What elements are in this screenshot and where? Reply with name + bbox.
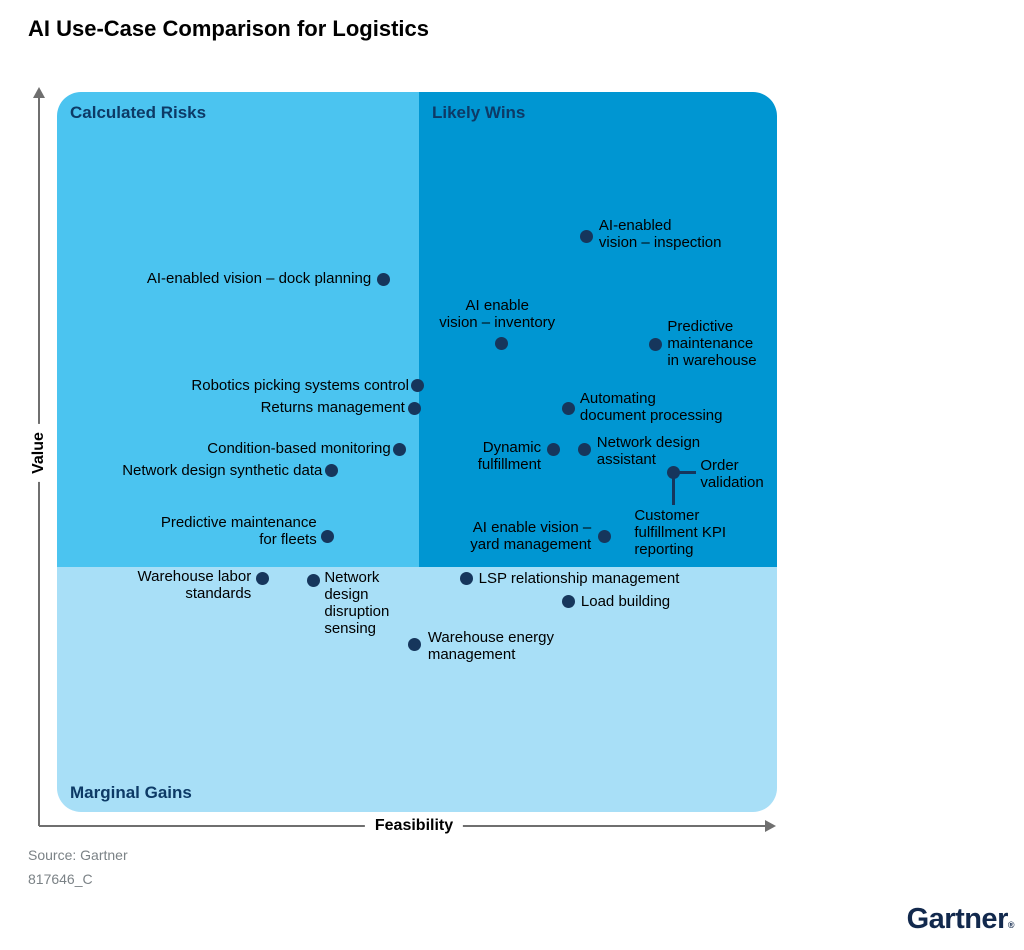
- data-point: [324, 464, 338, 478]
- data-point: [562, 401, 576, 415]
- data-point: [578, 443, 592, 457]
- data-point: [666, 465, 680, 479]
- gartner-logo: Gartner®: [906, 903, 1015, 936]
- registered-mark-icon: ®: [1007, 920, 1015, 930]
- data-point: [306, 573, 320, 587]
- data-point: [562, 595, 576, 609]
- x-axis-arrow-icon: [765, 820, 776, 832]
- point-label: AI enable vision –yard management: [470, 519, 592, 554]
- quadrant-likely-wins: Likely Wins: [419, 92, 777, 567]
- point-label: LSP relationship management: [478, 569, 680, 587]
- data-point: [580, 229, 594, 243]
- data-point: [255, 571, 269, 585]
- data-point: [597, 529, 611, 543]
- x-axis-label: Feasibility: [364, 817, 464, 835]
- doc-id-text: 817646_C: [28, 871, 93, 887]
- quadrant-label-marginal-gains: Marginal Gains: [70, 783, 192, 802]
- quadrant-marginal-gains: Marginal Gains: [57, 567, 777, 812]
- data-point: [410, 379, 424, 393]
- point-label: Robotics picking systems control: [191, 376, 409, 394]
- callout-line: [679, 470, 697, 474]
- quadrant-label-calculated-risks: Calculated Risks: [70, 103, 207, 122]
- callout-line: [671, 478, 675, 506]
- y-axis-arrow-icon: [33, 87, 45, 98]
- data-point: [460, 572, 474, 586]
- y-axis-label: Value: [27, 424, 51, 482]
- point-label: Condition-based monitoring: [207, 440, 391, 458]
- data-point: [376, 272, 390, 286]
- data-point: [648, 337, 662, 351]
- point-label: Returns management: [260, 399, 405, 417]
- data-point: [321, 529, 335, 543]
- data-point: [408, 401, 422, 415]
- point-label: AI-enabled vision – dock planning: [146, 270, 372, 288]
- point-label: Network design synthetic data: [122, 461, 323, 479]
- data-point: [408, 637, 422, 651]
- source-text: Source: Gartner: [28, 847, 128, 863]
- quadrant-calculated-risks: Calculated Risks: [57, 92, 419, 567]
- gartner-logo-text: Gartner: [906, 903, 1009, 935]
- quadrant-panel: Calculated Risks Likely Wins Marginal Ga…: [57, 92, 777, 812]
- point-label: Load building: [580, 592, 671, 610]
- data-point: [494, 336, 508, 350]
- quadrant-label-likely-wins: Likely Wins: [432, 103, 526, 122]
- data-point: [546, 443, 560, 457]
- page-title: AI Use-Case Comparison for Logistics: [28, 16, 429, 41]
- data-point: [393, 442, 407, 456]
